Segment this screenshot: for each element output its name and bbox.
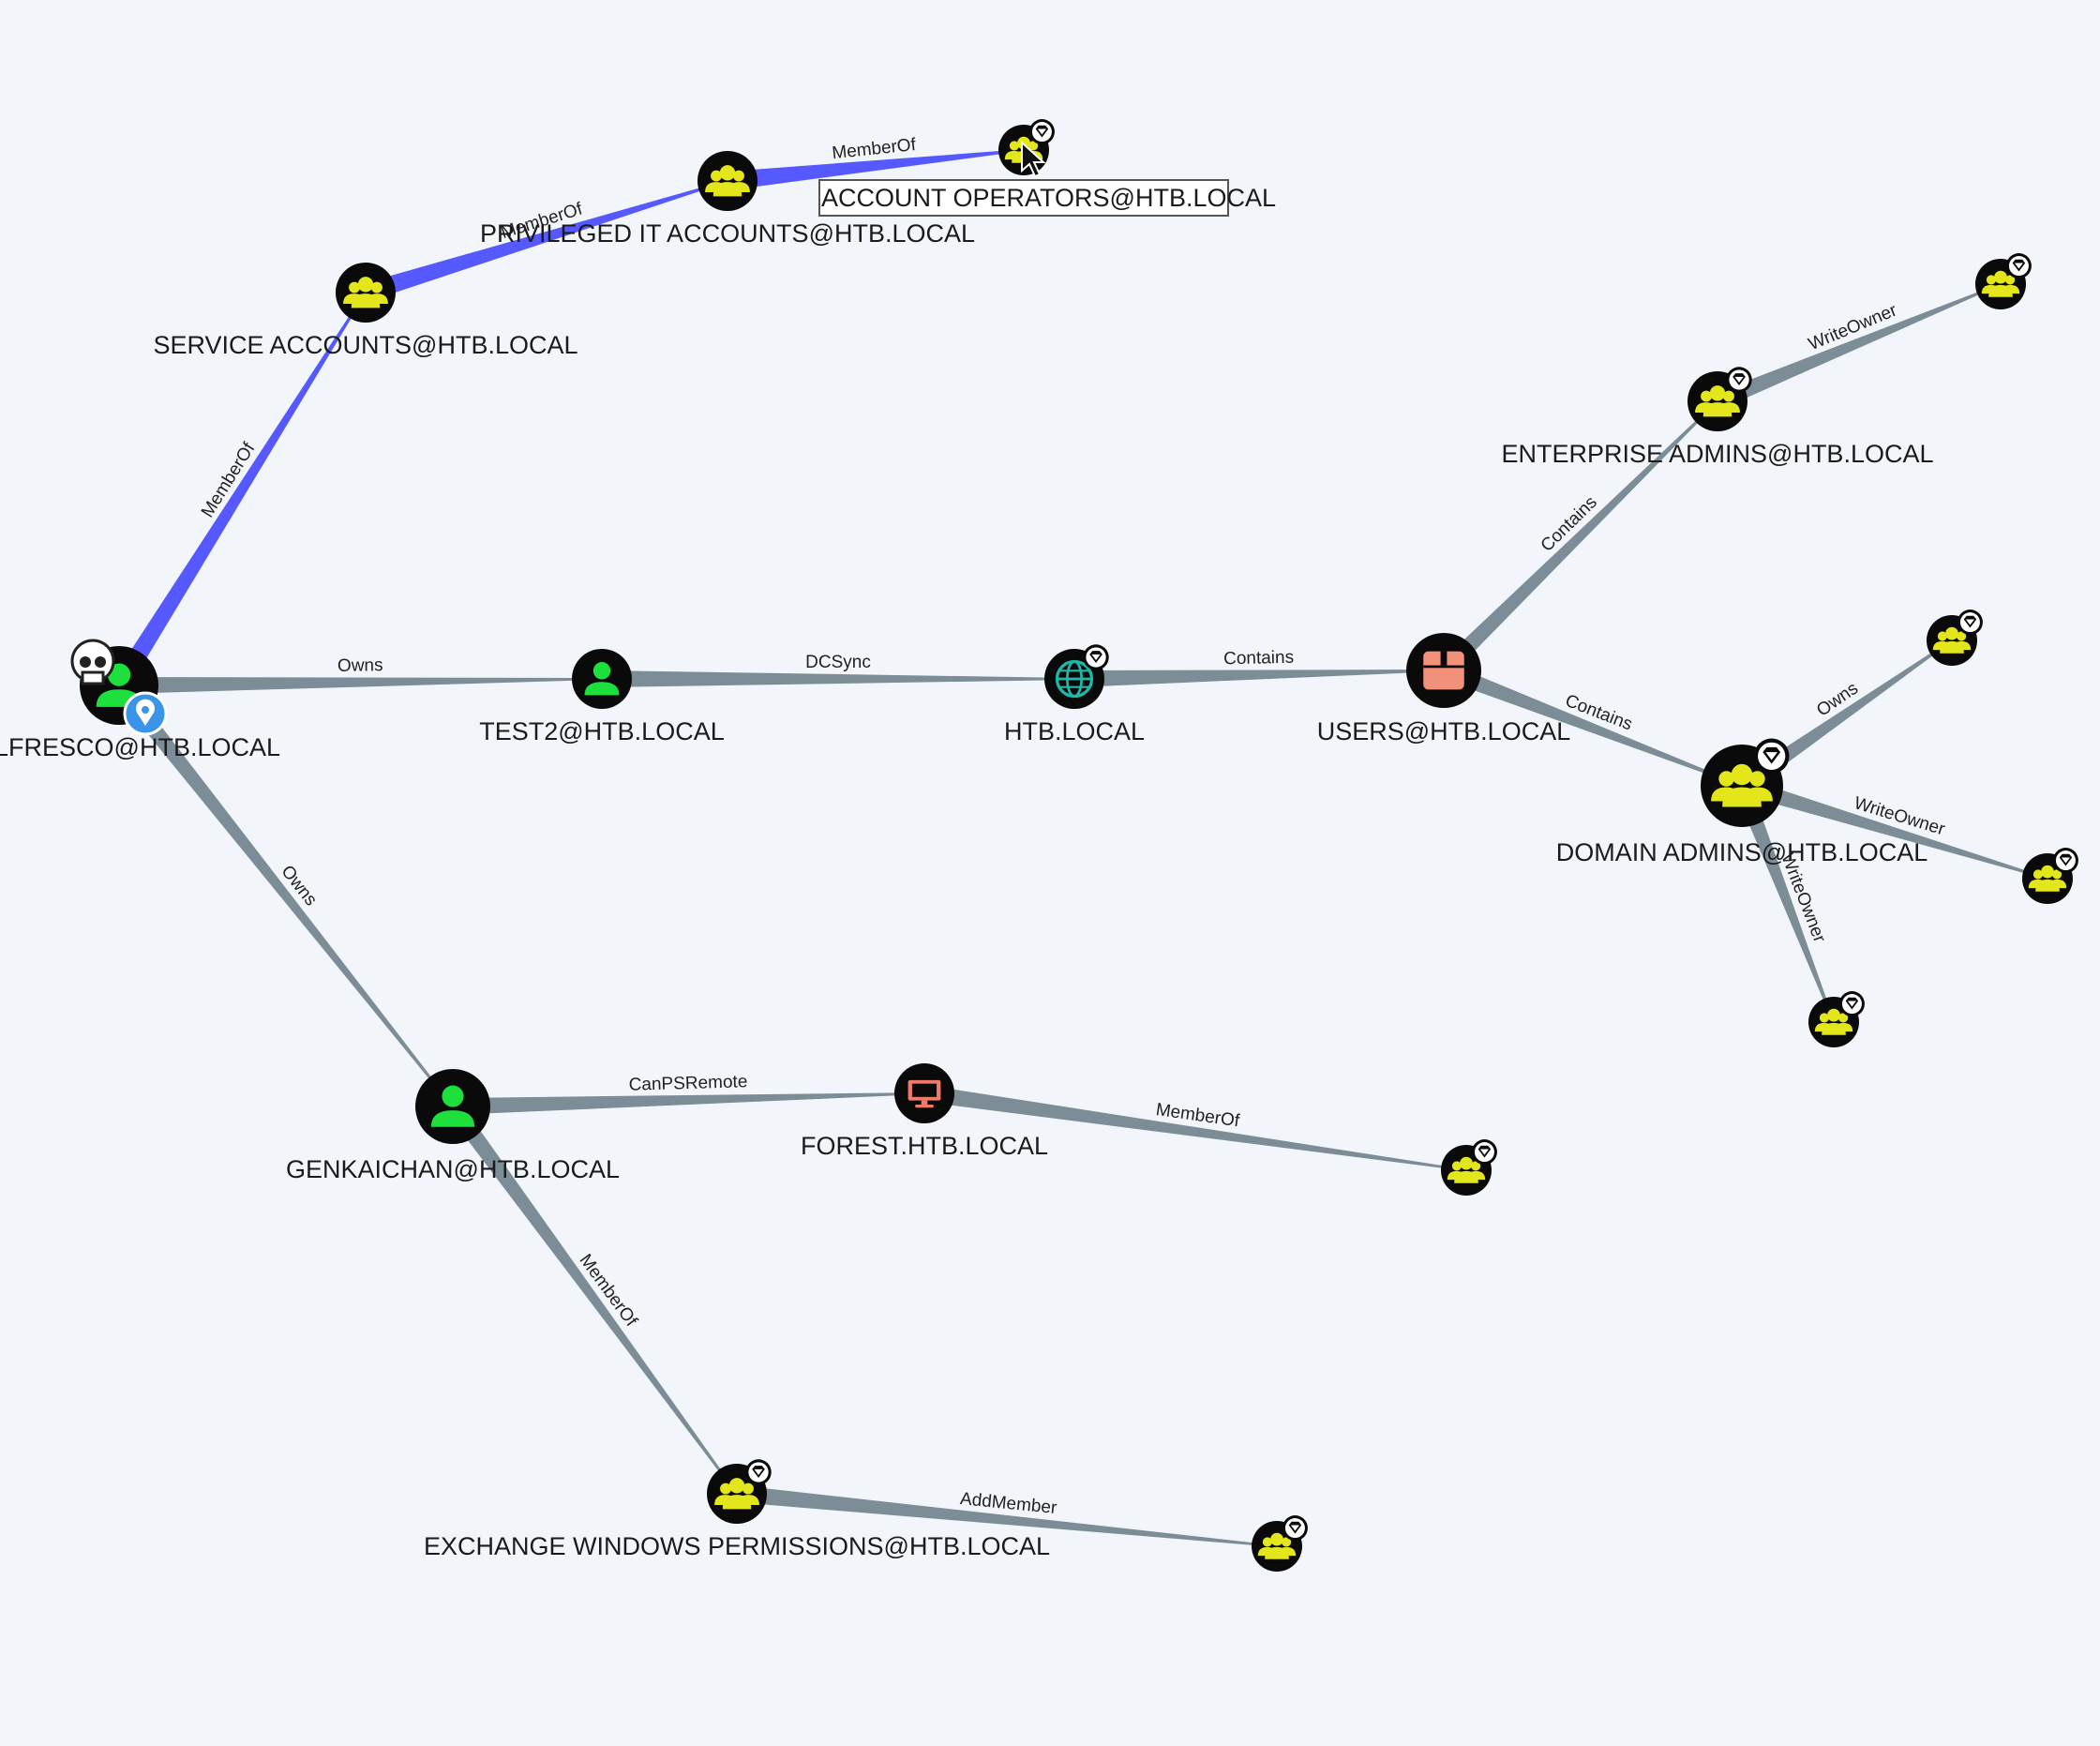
hover-tooltip: ACCOUNT OPERATORS@HTB.LOCAL <box>818 179 1276 217</box>
node-service-accounts[interactable]: SERVICE ACCOUNTS@HTB.LOCAL <box>153 263 578 359</box>
edge-line[interactable] <box>1739 777 2048 880</box>
node-users[interactable]: USERS@HTB.LOCAL <box>1317 633 1570 745</box>
container-box-icon <box>1423 651 1464 690</box>
edge-line[interactable] <box>112 680 454 1107</box>
cursor-icon <box>1021 140 1046 178</box>
high-value-gem-icon <box>1282 1515 1308 1542</box>
node-label: EXCHANGE WINDOWS PERMISSIONS@HTB.LOCAL <box>424 1532 1050 1560</box>
high-value-gem-icon <box>2005 253 2032 279</box>
high-value-gem-icon <box>1753 738 1790 775</box>
node-label: HTB.LOCAL <box>1004 717 1145 745</box>
edge-line[interactable] <box>1733 782 1835 1023</box>
node-label: DOMAIN ADMINS@HTB.LOCAL <box>1556 838 1928 866</box>
node-label: ENTERPRISE ADMINS@HTB.LOCAL <box>1501 440 1933 468</box>
high-value-gem-icon <box>1471 1139 1497 1166</box>
nodes-layer: -ALFRESCO@HTB.LOCAL SERVICE ACCOUNTS@HTB.… <box>0 119 2078 1572</box>
node-circle[interactable] <box>336 263 396 323</box>
node-label: GENKAICHAN@HTB.LOCAL <box>286 1155 620 1183</box>
high-value-gem-icon <box>1726 367 1752 393</box>
node-ewp-target[interactable] <box>1252 1515 1308 1572</box>
edge-line[interactable] <box>111 292 367 691</box>
high-value-gem-icon <box>2052 848 2078 874</box>
node-htb-local[interactable]: HTB.LOCAL <box>1004 644 1145 745</box>
node-da-wo-target1[interactable] <box>2022 848 2078 904</box>
hover-tooltip-box <box>818 179 1229 217</box>
node-forest-group[interactable] <box>1441 1139 1497 1196</box>
node-da-wo-target2[interactable] <box>1808 991 1865 1047</box>
edge-contains[interactable]: Contains <box>1073 648 1445 687</box>
node-label: USERS@HTB.LOCAL <box>1317 717 1570 745</box>
node-domain-admins[interactable]: DOMAIN ADMINS@HTB.LOCAL <box>1556 738 1928 866</box>
edge-line[interactable] <box>1714 283 2002 410</box>
high-value-gem-icon <box>1083 644 1109 670</box>
edge-line[interactable] <box>452 1092 925 1115</box>
edge-line[interactable] <box>1437 400 1718 677</box>
owned-pin-icon <box>123 691 168 736</box>
edge-writeowner[interactable]: WriteOwner <box>1714 283 2002 410</box>
high-value-gem-icon <box>1028 119 1055 145</box>
node-test2[interactable]: TEST2@HTB.LOCAL <box>479 649 725 745</box>
node-label: TEST2@HTB.LOCAL <box>479 717 724 745</box>
node-ea-target[interactable] <box>1975 253 2032 309</box>
edge-line[interactable] <box>1073 670 1445 687</box>
edge-label: DCSync <box>805 653 871 672</box>
edge-line[interactable] <box>602 670 1074 687</box>
edge-owns[interactable]: Owns <box>118 655 603 694</box>
node-label: -ALFRESCO@HTB.LOCAL <box>0 733 280 761</box>
node-alfresco[interactable]: -ALFRESCO@HTB.LOCAL <box>0 639 280 761</box>
edge-label: Owns <box>338 655 383 676</box>
edge-label: CanPSRemote <box>628 1072 747 1095</box>
edge-dcsync[interactable]: DCSync <box>602 653 1074 687</box>
high-value-gem-icon <box>1838 991 1865 1017</box>
edge-canpsremote[interactable]: CanPSRemote <box>452 1072 925 1115</box>
edge-line[interactable] <box>736 1485 1278 1547</box>
hover-tooltip-text: ACCOUNT OPERATORS@HTB.LOCAL <box>821 184 1276 212</box>
skull-icon <box>70 639 115 685</box>
edge-line[interactable] <box>118 677 603 694</box>
edge-line[interactable] <box>1440 662 1743 787</box>
node-exchange-windows[interactable]: EXCHANGE WINDOWS PERMISSIONS@HTB.LOCAL <box>424 1459 1050 1560</box>
node-enterprise-admins[interactable]: ENTERPRISE ADMINS@HTB.LOCAL <box>1501 367 1934 468</box>
node-label: PRIVILEGED IT ACCOUNTS@HTB.LOCAL <box>480 219 975 248</box>
node-da-owns-target[interactable] <box>1927 610 1983 666</box>
edge-label: Contains <box>1223 648 1294 670</box>
edge-line[interactable] <box>445 1101 738 1495</box>
node-circle[interactable] <box>698 151 758 211</box>
edge-line[interactable] <box>726 149 1025 190</box>
high-value-gem-icon <box>745 1459 772 1485</box>
edge-line[interactable] <box>922 1085 1467 1171</box>
node-forest[interactable]: FOREST.HTB.LOCAL <box>801 1063 1048 1160</box>
node-label: SERVICE ACCOUNTS@HTB.LOCAL <box>153 331 578 359</box>
high-value-gem-icon <box>1957 610 1983 636</box>
edge-line[interactable] <box>1736 640 1953 793</box>
node-label: FOREST.HTB.LOCAL <box>801 1132 1048 1160</box>
edge-line[interactable] <box>363 180 728 302</box>
node-privileged-it[interactable]: PRIVILEGED IT ACCOUNTS@HTB.LOCAL <box>480 151 975 248</box>
node-genkaichan[interactable]: GENKAICHAN@HTB.LOCAL <box>286 1069 620 1183</box>
